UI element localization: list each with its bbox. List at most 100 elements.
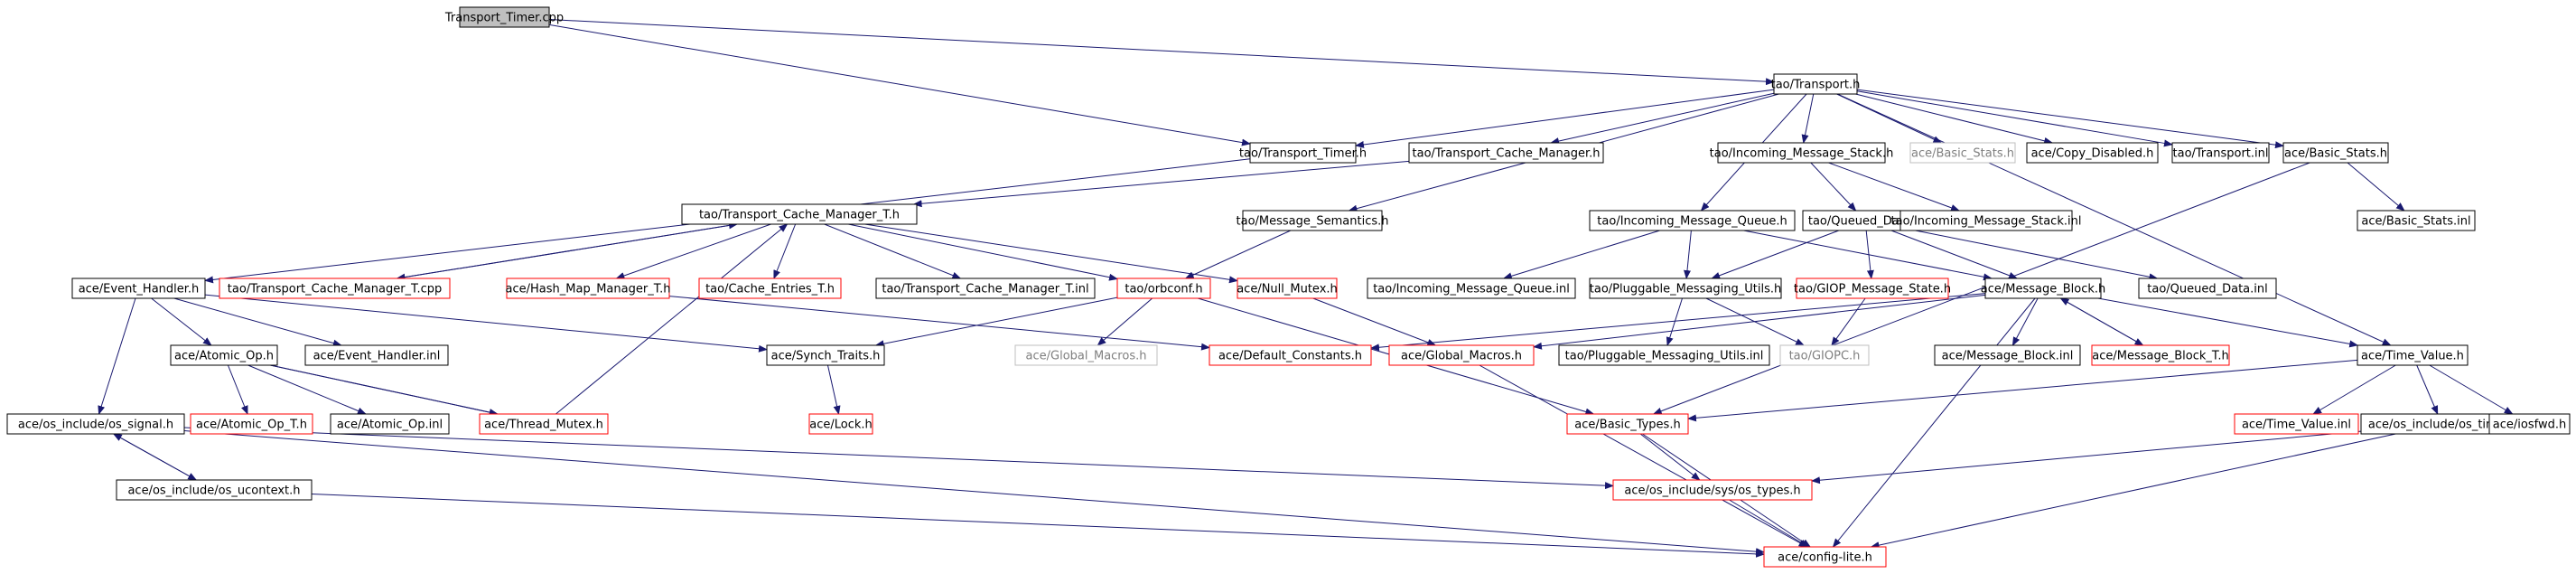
node-box	[1242, 210, 1383, 231]
node-box	[1779, 344, 1870, 366]
node-label: ace/Atomic_Op.inl	[337, 419, 443, 432]
node-giopc-h[interactable]: tao/GIOPC.h	[1779, 344, 1870, 366]
node-label: ace/Hash_Map_Manager_T.h	[506, 283, 671, 296]
node-tcm-t-h[interactable]: tao/Transport_Cache_Manager_T.h	[681, 203, 918, 225]
edge-ims_h-to-ims_inl	[1828, 162, 1960, 212]
node-copy-disabled-h[interactable]: ace/Copy_Disabled.h	[2026, 142, 2159, 164]
node-box	[2488, 413, 2571, 435]
node-event-handler-inl[interactable]: ace/Event_Handler.inl	[304, 344, 449, 366]
node-message-block-inl[interactable]: ace/Message_Block.inl	[1934, 344, 2081, 366]
node-label: Transport_Timer.cpp	[444, 12, 564, 25]
node-pmu-h[interactable]: tao/Pluggable_Messaging_Utils.h	[1589, 278, 1782, 299]
node-label: ace/Lock.h	[809, 419, 873, 432]
node-ims-h[interactable]: tao/Incoming_Message_Stack.h	[1710, 142, 1894, 164]
edge-ims_h-to-queued_data_h	[1810, 162, 1857, 212]
edge-synch_traits_h-to-lock_h	[826, 364, 841, 415]
edge-orbconf_h-to-synch_traits_h	[874, 296, 1118, 348]
node-time-value-inl[interactable]: ace/Time_Value.inl	[2234, 413, 2359, 435]
node-atomic-op-inl[interactable]: ace/Atomic_Op.inl	[330, 413, 450, 435]
edge-basic_stats_h-to-basic_stats_inl	[2347, 162, 2405, 212]
edge-transport_h-to-tcm_h	[1550, 92, 1775, 145]
edge-os_signal_h-to-os_types_h	[183, 427, 1614, 490]
node-transport-inl[interactable]: tao/Transport.inl	[2171, 142, 2270, 164]
node-label: tao/Transport_Cache_Manager_T.h	[699, 209, 900, 222]
edge-message_block_h-to-message_block_inl	[2011, 297, 2039, 346]
node-os-ucontext-h[interactable]: ace/os_include/os_ucontext.h	[116, 479, 313, 501]
edge-os_time_h-to-os_types_h	[1811, 430, 2362, 485]
node-lock-h[interactable]: ace/Lock.h	[808, 413, 873, 435]
node-box	[1014, 344, 1158, 366]
node-config-lite-h[interactable]: ace/config-lite.h	[1763, 546, 1887, 568]
edge-tcm_t_h-to-null_mutex_h	[864, 223, 1238, 284]
node-label: ace/Global_Macros.h	[1401, 350, 1522, 363]
node-cache-entries-t-h[interactable]: tao/Cache_Entries_T.h	[698, 278, 842, 299]
node-label: tao/Transport.inl	[2173, 147, 2269, 161]
node-basic-stats-h[interactable]: ace/Basic_Stats.h	[2282, 142, 2389, 164]
node-message-block-h[interactable]: ace/Message_Block.h	[1981, 278, 2106, 299]
node-time-value-h[interactable]: ace/Time_Value.h	[2357, 344, 2469, 366]
node-basic-types-h[interactable]: ace/Basic_Types.h	[1566, 413, 1689, 435]
node-box	[2357, 210, 2476, 231]
node-pmu-inl[interactable]: tao/Pluggable_Messaging_Utils.inl	[1558, 344, 1770, 366]
node-box	[1934, 344, 2081, 366]
node-box	[304, 344, 449, 366]
node-event-handler-h[interactable]: ace/Event_Handler.h	[71, 278, 206, 299]
node-label: tao/Transport_Timer.h	[1239, 147, 1367, 161]
node-box	[116, 479, 313, 501]
node-basic-stats-grey[interactable]: ace/Basic_Stats.h	[1909, 142, 2016, 164]
node-ims-inl[interactable]: tao/Incoming_Message_Stack.inl	[1891, 210, 2082, 231]
node-global-macros-h[interactable]: ace/Global_Macros.h	[1388, 344, 1535, 366]
node-label: tao/Transport_Cache_Manager.h	[1413, 147, 1601, 161]
node-transport-timer-h[interactable]: tao/Transport_Timer.h	[1239, 142, 1367, 164]
node-label: tao/Transport.h	[1771, 79, 1861, 92]
node-box	[1237, 278, 1338, 299]
node-label: ace/os_include/os_signal.h	[18, 419, 173, 432]
node-basic-stats-inl[interactable]: ace/Basic_Stats.inl	[2357, 210, 2476, 231]
node-imq-h[interactable]: tao/Incoming_Message_Queue.h	[1589, 210, 1796, 231]
node-tcm-t-inl[interactable]: tao/Transport_Cache_Manager_T.inl	[875, 278, 1096, 299]
node-box	[1717, 142, 1886, 164]
node-box	[1763, 546, 1887, 568]
node-label: tao/Incoming_Message_Stack.inl	[1891, 215, 2082, 229]
node-os-time-h[interactable]: ace/os_include/os_time.h	[2360, 413, 2524, 435]
node-label: ace/Synch_Traits.h	[771, 350, 881, 363]
node-label: tao/Incoming_Message_Queue.h	[1597, 215, 1787, 229]
node-transport-h[interactable]: tao/Transport.h	[1771, 73, 1861, 95]
node-orbconf-h[interactable]: tao/orbconf.h	[1116, 278, 1211, 299]
node-label: tao/Pluggable_Messaging_Utils.h	[1590, 283, 1781, 296]
edge-os_signal_h-to-config_lite_h	[183, 430, 1765, 556]
node-label: ace/iosfwd.h	[2493, 419, 2566, 432]
node-thread-mutex-h[interactable]: ace/Thread_Mutex.h	[479, 413, 609, 435]
node-iosfwd-h[interactable]: ace/iosfwd.h	[2488, 413, 2571, 435]
node-default-constants-h[interactable]: ace/Default_Constants.h	[1209, 344, 1372, 366]
node-os-types-h[interactable]: ace/os_include/sys/os_types.h	[1612, 479, 1813, 501]
node-box	[2282, 142, 2389, 164]
node-giop-message-state-h[interactable]: tao/GIOP_Message_State.h	[1794, 278, 1951, 299]
node-label: ace/os_include/sys/os_types.h	[1624, 485, 1800, 498]
edge-event_handler_h-to-atomic_op_h	[151, 297, 212, 346]
node-message-block-t-h[interactable]: ace/Message_Block_T.h	[2091, 344, 2230, 366]
node-message-semantics-h[interactable]: tao/Message_Semantics.h	[1237, 210, 1389, 231]
node-tcm-t-cpp[interactable]: tao/Transport_Cache_Manager_T.cpp	[219, 278, 451, 299]
node-atomic-op-h[interactable]: ace/Atomic_Op.h	[170, 344, 278, 366]
node-box	[506, 278, 670, 299]
node-label: ace/Basic_Stats.h	[2284, 147, 2387, 161]
node-global-macros-grey[interactable]: ace/Global_Macros.h	[1014, 344, 1158, 366]
node-box	[808, 413, 873, 435]
edge-tcm_h-to-tcm_t_h	[912, 160, 1410, 208]
edge-imq_h-to-pmu_h	[1684, 230, 1692, 279]
node-synch-traits-h[interactable]: ace/Synch_Traits.h	[766, 344, 885, 366]
node-imq-inl[interactable]: tao/Incoming_Message_Queue.inl	[1367, 278, 1576, 299]
node-box	[71, 278, 206, 299]
node-label: ace/Copy_Disabled.h	[2031, 147, 2154, 161]
node-queued-data-inl[interactable]: tao/Queued_Data.inl	[2138, 278, 2277, 299]
node-atomic-op-t-h[interactable]: ace/Atomic_Op_T.h	[190, 413, 313, 435]
edge-message_block_h-to-time_value_h	[2097, 297, 2359, 348]
node-os-signal-h[interactable]: ace/os_include/os_signal.h	[6, 413, 185, 435]
node-queued-data-h[interactable]: tao/Queued_Data.h	[1802, 210, 1928, 231]
node-hash-map-manager-t-h[interactable]: ace/Hash_Map_Manager_T.h	[506, 278, 671, 299]
node-tcm-h[interactable]: tao/Transport_Cache_Manager.h	[1408, 142, 1604, 164]
node-label: tao/Incoming_Message_Queue.inl	[1373, 283, 1570, 296]
node-label: ace/Null_Mutex.h	[1237, 283, 1338, 296]
node-null-mutex-h[interactable]: ace/Null_Mutex.h	[1237, 278, 1338, 299]
